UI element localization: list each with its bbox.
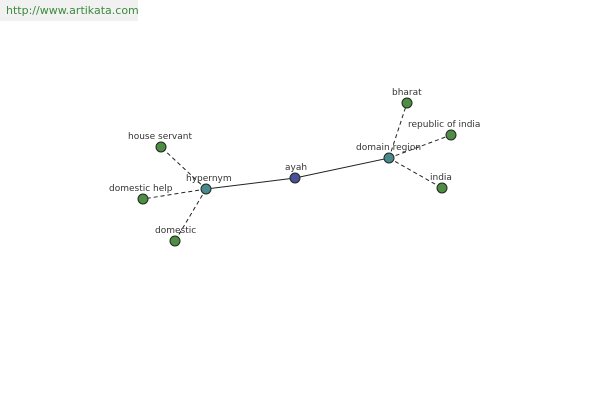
edge-hypernym-domestic <box>174 188 207 242</box>
node-label-republic-of-india[interactable]: republic of india <box>408 120 480 130</box>
node-label-india[interactable]: india <box>430 173 452 183</box>
edge-domain-region-bharat <box>388 102 408 159</box>
edge-domain-region-india <box>388 157 443 189</box>
node-ayah[interactable] <box>289 172 301 184</box>
edge-ayah-domain-region <box>294 157 390 179</box>
node-label-domestic-help[interactable]: domestic help <box>109 184 173 194</box>
node-domestic-help[interactable] <box>137 193 149 205</box>
node-label-ayah[interactable]: ayah <box>285 163 307 173</box>
node-domestic[interactable] <box>169 235 181 247</box>
edge-ayah-hypernym <box>205 177 296 190</box>
node-bharat[interactable] <box>401 97 413 109</box>
site-url-watermark[interactable]: http://www.artikata.com <box>0 0 139 21</box>
node-label-bharat[interactable]: bharat <box>392 88 422 98</box>
edge-hypernym-domestic-help <box>142 188 207 200</box>
node-label-domestic[interactable]: domestic <box>155 226 196 236</box>
node-republic-of-india[interactable] <box>445 129 457 141</box>
edge-hypernym-house-servant <box>160 146 207 190</box>
node-label-house-servant[interactable]: house servant <box>128 132 192 142</box>
node-hypernym[interactable] <box>200 183 212 195</box>
nodes-layer <box>137 97 457 247</box>
node-domain-region[interactable] <box>383 152 395 164</box>
edges-layer <box>142 102 452 242</box>
node-india[interactable] <box>436 182 448 194</box>
labels-layer: ayah hypernym domain region house servant do… <box>109 88 480 236</box>
node-label-hypernym[interactable]: hypernym <box>186 174 232 184</box>
node-label-domain-region[interactable]: domain region <box>356 143 421 153</box>
node-house-servant[interactable] <box>155 141 167 153</box>
